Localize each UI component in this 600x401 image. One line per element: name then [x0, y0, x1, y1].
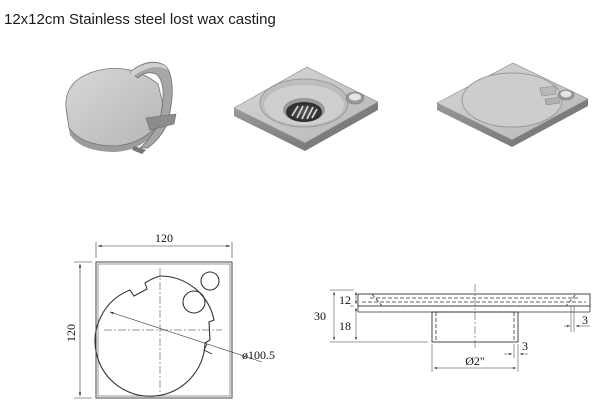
iso-closed-view: [436, 62, 589, 147]
iso-lid-view: [65, 61, 177, 154]
side-view-drawing: [330, 284, 591, 372]
height-dimension-label: 120: [64, 324, 78, 342]
pipe-wall-label: 3: [522, 339, 528, 353]
top-view-drawing: [74, 242, 263, 399]
lower-part-height-label: 18: [339, 319, 351, 333]
total-height-label: 30: [314, 309, 326, 323]
flange-thickness-label: 3: [582, 313, 588, 327]
top-part-height-label: 12: [339, 293, 351, 307]
width-dimension-label: 120: [155, 231, 173, 245]
diameter-dimension-label: ø100.5: [242, 348, 275, 362]
page-title: 12x12cm Stainless steel lost wax casting: [4, 11, 276, 28]
pipe-size-label: Ø2": [465, 354, 485, 368]
iso-base-view: [233, 66, 379, 151]
